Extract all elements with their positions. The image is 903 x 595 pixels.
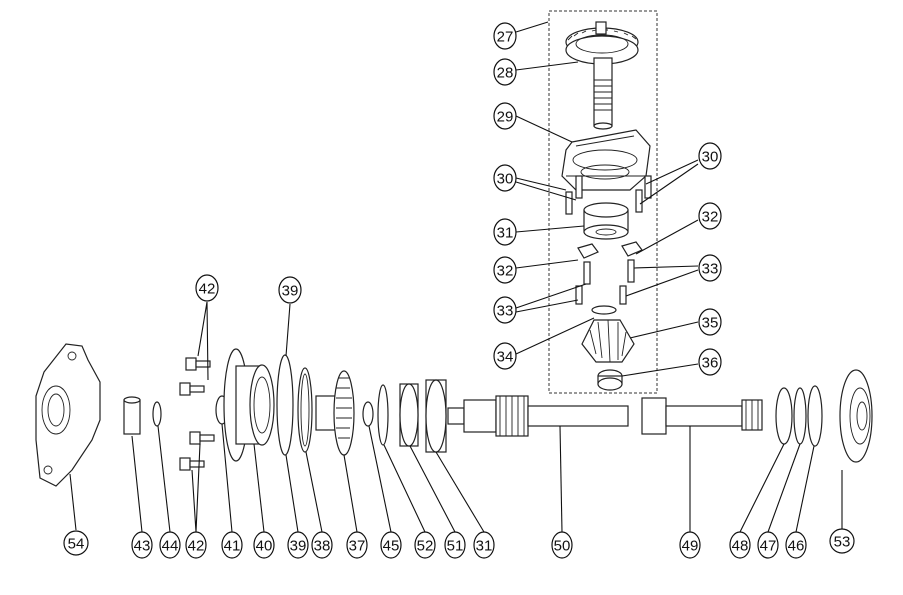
svg-text:38: 38 (314, 538, 331, 555)
part-52-washer (377, 384, 389, 446)
svg-text:34: 34 (497, 349, 514, 366)
part-28-shaft (593, 57, 613, 130)
callout-35: 35 (698, 308, 722, 336)
part-51-bearing (399, 383, 419, 447)
svg-text:52: 52 (417, 538, 434, 555)
part-43-bushing (123, 396, 141, 435)
part-53-cap (839, 369, 873, 463)
callout-50: 50 (551, 531, 573, 559)
callout-30-left: 30 (493, 164, 517, 192)
svg-text:29: 29 (497, 109, 514, 126)
part-49-shaft (641, 397, 763, 435)
callout-39-top: 39 (278, 276, 302, 304)
svg-text:51: 51 (447, 538, 464, 555)
svg-text:35: 35 (702, 315, 719, 332)
callout-33-left: 33 (493, 296, 517, 324)
svg-text:37: 37 (349, 538, 366, 555)
part-37-gear (315, 370, 355, 456)
callout-46: 46 (785, 531, 807, 559)
svg-text:49: 49 (682, 538, 699, 555)
callout-27: 27 (493, 22, 517, 50)
svg-text:32: 32 (497, 263, 514, 280)
svg-text:41: 41 (224, 538, 241, 555)
callout-51: 51 (444, 531, 466, 559)
callout-28: 28 (493, 58, 517, 86)
leader-lines (69, 21, 843, 533)
part-34-washer (591, 305, 617, 315)
callout-30-right: 30 (698, 142, 722, 170)
callout-32-left: 32 (493, 256, 517, 284)
callout-29: 29 (493, 102, 517, 130)
callout-42-top: 42 (195, 274, 219, 302)
svg-text:39: 39 (282, 283, 299, 300)
svg-text:33: 33 (497, 303, 514, 320)
part-38-ring (297, 367, 313, 453)
svg-text:32: 32 (702, 209, 719, 226)
svg-text:28: 28 (497, 65, 514, 82)
svg-text:27: 27 (497, 29, 514, 46)
callout-31-upper: 31 (493, 218, 517, 246)
callout-39-bottom: 39 (287, 531, 309, 559)
svg-text:39: 39 (290, 538, 307, 555)
svg-text:31: 31 (497, 225, 514, 242)
callout-37: 37 (346, 531, 368, 559)
callout-44: 44 (159, 531, 181, 559)
svg-text:30: 30 (702, 149, 719, 166)
svg-text:47: 47 (760, 538, 777, 555)
svg-text:46: 46 (788, 538, 805, 555)
part-47-ring (793, 387, 807, 445)
part-46-seal (807, 385, 823, 447)
part-36-nut (597, 369, 623, 391)
part-33-screws (575, 259, 635, 305)
callout-31-lower: 31 (473, 531, 495, 559)
callout-38: 38 (311, 531, 333, 559)
part-40-hub (223, 348, 275, 462)
callout-32-right: 32 (698, 202, 722, 230)
part-54-flange (35, 343, 101, 487)
part-31-bearing-lower (425, 379, 447, 453)
part-42-bolts (179, 357, 215, 471)
svg-text:53: 53 (834, 534, 851, 551)
svg-text:42: 42 (199, 281, 216, 298)
callout-33-right: 33 (698, 254, 722, 282)
svg-text:45: 45 (383, 538, 400, 555)
svg-text:36: 36 (702, 355, 719, 372)
part-27-gear (565, 21, 639, 65)
callout-41: 41 (221, 531, 243, 559)
callout-47: 47 (757, 531, 779, 559)
callout-48: 48 (729, 531, 751, 559)
svg-text:50: 50 (554, 538, 571, 555)
callout-34: 34 (493, 342, 517, 370)
callout-43: 43 (131, 531, 153, 559)
callout-40: 40 (253, 531, 275, 559)
svg-text:44: 44 (162, 538, 179, 555)
part-29-housing (561, 129, 651, 191)
part-39-disc (276, 354, 294, 456)
part-31-bearing-upper (583, 202, 629, 240)
part-44-ring (152, 401, 162, 427)
callout-53: 53 (829, 528, 855, 554)
callout-45: 45 (380, 531, 402, 559)
svg-text:48: 48 (732, 538, 749, 555)
svg-text:31: 31 (476, 538, 493, 555)
part-30-bolts (565, 175, 652, 215)
callout-52: 52 (414, 531, 436, 559)
svg-text:40: 40 (256, 538, 273, 555)
svg-text:42: 42 (188, 538, 205, 555)
part-48-bearing (775, 387, 793, 445)
part-32-plates (577, 241, 643, 259)
svg-text:54: 54 (68, 536, 85, 553)
svg-text:33: 33 (702, 261, 719, 278)
callout-36: 36 (698, 348, 722, 376)
callout-49: 49 (679, 531, 701, 559)
part-45-spacer (362, 401, 374, 427)
part-50-shaft (447, 395, 629, 437)
svg-text:43: 43 (134, 538, 151, 555)
callout-54: 54 (63, 530, 89, 556)
svg-text:30: 30 (497, 171, 514, 188)
part-35-bevel-gear (581, 319, 635, 363)
callout-42-bottom: 42 (185, 531, 207, 559)
